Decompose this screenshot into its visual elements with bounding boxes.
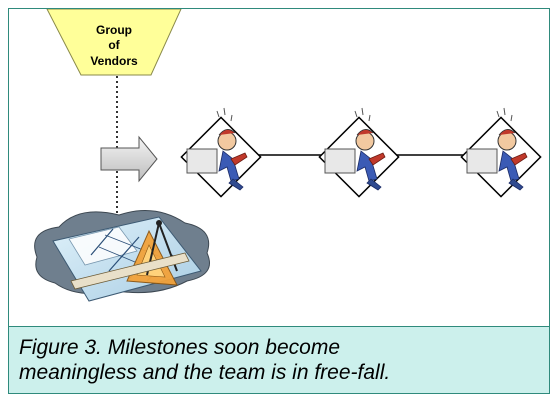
diagram-canvas: Group of Vendors <box>34 9 542 302</box>
blueprint-drafting-icon <box>34 210 210 302</box>
funnel-label-line1: Group <box>96 23 132 37</box>
funnel-label-line2: of <box>108 38 120 52</box>
falling-person-icon <box>460 107 542 198</box>
funnel-label-line3: Vendors <box>90 54 138 68</box>
caption-line-1: Figure 3. Milestones soon become <box>19 336 340 359</box>
milestone-1 <box>180 107 262 198</box>
vendors-funnel: Group of Vendors <box>46 9 182 76</box>
funnel-shape <box>46 9 182 76</box>
falling-person-icon <box>318 107 400 198</box>
caption-area: Figure 3. Milestones soon become meaning… <box>9 327 549 393</box>
caption-line-2: meaningless and the team is in free-fall… <box>19 361 391 384</box>
figure-frame: Group of Vendors <box>8 8 550 394</box>
milestone-3 <box>460 107 542 198</box>
diagram-area: Group of Vendors <box>9 9 549 327</box>
falling-person-icon <box>180 107 262 198</box>
milestone-2 <box>318 107 400 198</box>
block-arrow <box>100 135 158 183</box>
figure-caption: Figure 3. Milestones soon become meaning… <box>19 335 539 385</box>
